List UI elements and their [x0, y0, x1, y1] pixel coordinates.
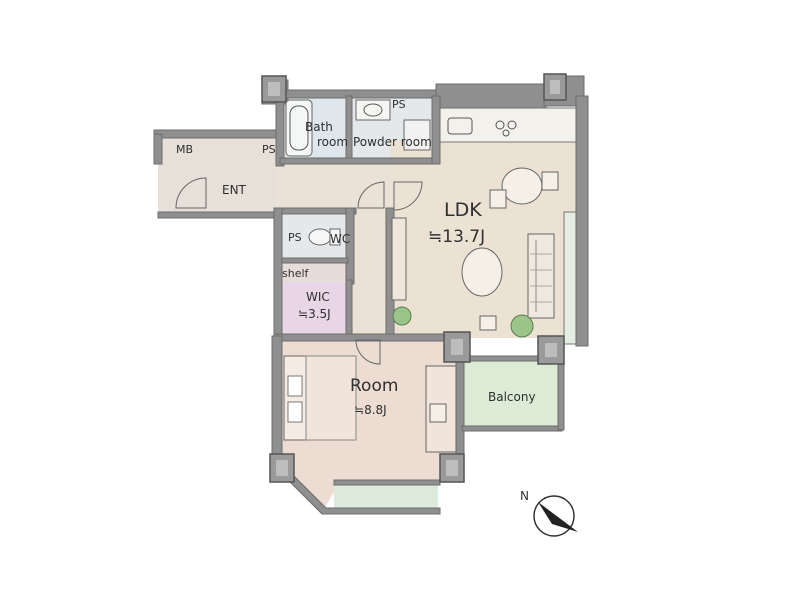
- plant: [510, 314, 534, 338]
- toilet: [308, 228, 332, 246]
- desk-chair: [429, 403, 447, 423]
- wall: [345, 95, 353, 161]
- wall: [333, 479, 441, 486]
- dining-table: [501, 167, 543, 205]
- label-ent: ENT: [222, 183, 247, 197]
- kitchen-sink: [447, 117, 473, 135]
- label-ldk-size: ≒13.7J: [428, 227, 485, 247]
- vanity-sink: [355, 99, 391, 121]
- tv-board: [391, 217, 407, 301]
- pillar: [443, 331, 471, 363]
- coffee-table: [461, 247, 503, 297]
- wall: [273, 207, 283, 339]
- label-powder-room: Powder room: [353, 135, 432, 149]
- label-wic-size: ≒3.5J: [298, 307, 331, 321]
- labels: Bath room Powder room PS MB PS ENT PS WC…: [176, 98, 536, 417]
- compass-needle-icon: [538, 502, 578, 532]
- chair: [479, 315, 497, 331]
- label-room-size: ≒8.8J: [354, 403, 387, 417]
- pillars: [261, 73, 567, 483]
- label-ldk: LDK: [444, 199, 482, 221]
- wall: [345, 207, 355, 285]
- label-mb: MB: [176, 143, 193, 156]
- entrance-door: [175, 177, 207, 209]
- wall: [157, 211, 283, 219]
- sofa: [527, 233, 555, 319]
- wall: [345, 279, 353, 337]
- wall: [461, 425, 563, 432]
- plant: [392, 306, 412, 326]
- wall: [273, 207, 357, 215]
- label-shelf: shelf: [282, 267, 310, 280]
- label-ps-mb: PS: [262, 143, 276, 156]
- balcony-floor: [462, 360, 560, 428]
- wall: [435, 83, 547, 109]
- compass: N: [520, 489, 578, 537]
- bathtub: [285, 99, 313, 157]
- wall: [275, 95, 285, 167]
- stove-burner: [495, 120, 505, 130]
- chair: [541, 171, 559, 191]
- wic-floor: [280, 282, 350, 334]
- fixtures: [175, 99, 559, 453]
- shelf-floor: [280, 262, 348, 282]
- label-ps-top: PS: [392, 98, 406, 111]
- entrance-floor: [158, 138, 278, 212]
- wall: [153, 133, 163, 165]
- wall: [281, 89, 439, 99]
- walls: [153, 75, 589, 515]
- floors: [158, 96, 586, 512]
- corridor-floor: [350, 200, 390, 340]
- hall-door: [357, 181, 385, 209]
- label-wc: WC: [330, 232, 350, 246]
- label-room: Room: [350, 376, 398, 396]
- pillow: [287, 375, 303, 397]
- stove-burner: [507, 120, 517, 130]
- stove-burner: [502, 129, 510, 137]
- wall: [153, 129, 283, 139]
- room-door: [355, 339, 381, 365]
- label-bath-room: room: [317, 135, 348, 149]
- wall: [575, 95, 589, 347]
- wall: [279, 157, 437, 165]
- label-wic: WIC: [306, 290, 330, 304]
- chair: [489, 189, 507, 209]
- bay-window-floor: [334, 484, 438, 512]
- ldk-door: [393, 181, 423, 211]
- pillow: [287, 401, 303, 423]
- wall: [431, 95, 441, 165]
- washing-machine: [403, 119, 431, 151]
- ldk-floor: [436, 108, 586, 338]
- kitchen-counter: [437, 107, 585, 143]
- compass-label: N: [520, 489, 529, 503]
- label-bath: Bath: [305, 120, 333, 134]
- label-ps-wc: PS: [288, 231, 302, 244]
- label-balcony: Balcony: [488, 390, 536, 404]
- wall: [281, 257, 349, 264]
